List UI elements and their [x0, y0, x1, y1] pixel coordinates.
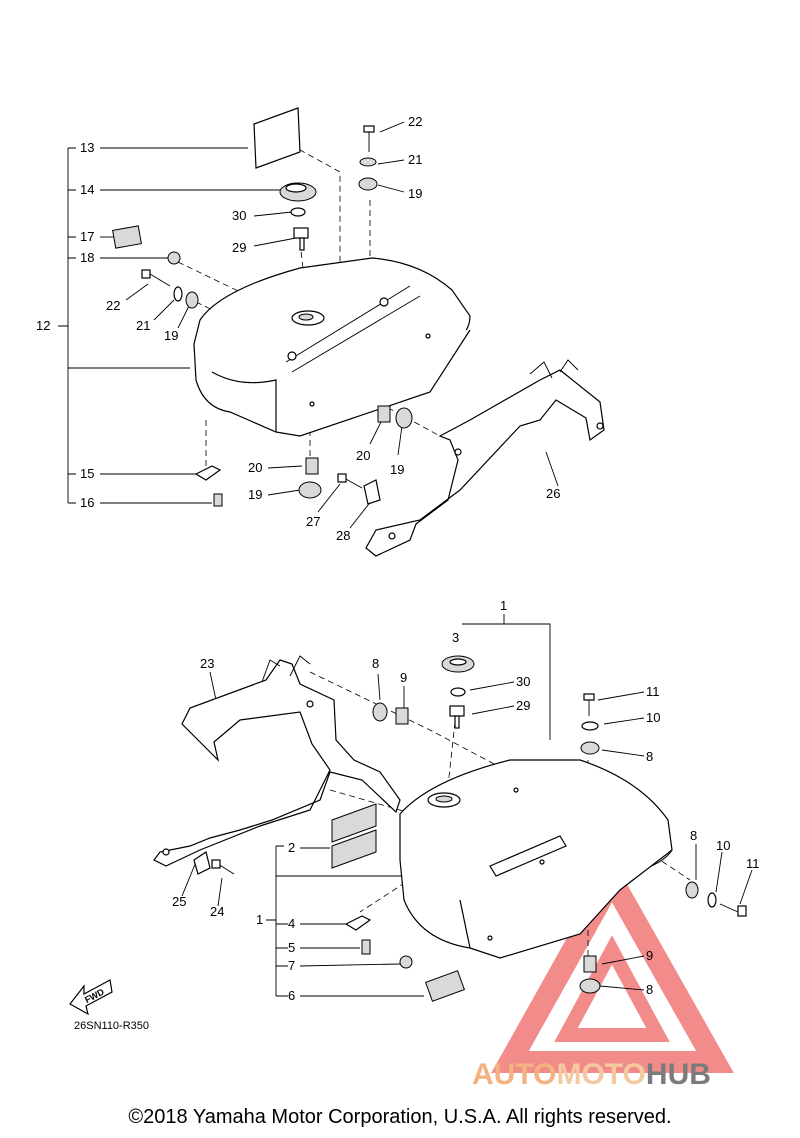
callout-10-top: 10: [646, 710, 660, 725]
callout-22-top: 22: [408, 114, 422, 129]
callout-22-left: 22: [106, 298, 120, 313]
callout-26: 26: [546, 486, 560, 501]
callout-11-top: 11: [646, 684, 660, 699]
watermark-text: AUTOMOTOHUB: [472, 1058, 711, 1092]
callout-28: 28: [336, 528, 350, 543]
callout-8-d: 8: [646, 982, 653, 997]
callout-21-top: 21: [408, 152, 422, 167]
callout-9-a: 9: [400, 670, 407, 685]
callout-30-bottom: 30: [516, 674, 530, 689]
callout-18: 18: [80, 250, 94, 265]
callout-24: 24: [210, 904, 224, 919]
fwd-arrow-icon: [69, 979, 113, 1016]
callout-3: 3: [452, 630, 459, 645]
callout-17: 17: [80, 229, 94, 244]
watermark-auto: AUTO: [472, 1058, 557, 1091]
watermark-moto: MOTO: [556, 1058, 646, 1091]
callout-19-c: 19: [248, 487, 262, 502]
callout-11-right: 11: [746, 856, 760, 871]
callout-1-side: 1: [256, 912, 263, 927]
callout-6: 6: [288, 988, 295, 1003]
watermark-hub: HUB: [645, 1058, 711, 1091]
callout-19-top: 19: [408, 186, 422, 201]
callout-13: 13: [80, 140, 94, 155]
callout-14: 14: [80, 182, 94, 197]
callout-7: 7: [288, 958, 295, 973]
callout-27: 27: [306, 514, 320, 529]
callout-2: 2: [288, 840, 295, 855]
callout-10-right: 10: [716, 838, 730, 853]
callout-20-b: 20: [356, 448, 370, 463]
top-assembly: [58, 107, 605, 557]
callout-8-b: 8: [646, 749, 653, 764]
callout-1-top: 1: [500, 598, 507, 613]
callout-12: 12: [36, 318, 50, 333]
callout-30-top: 30: [232, 208, 246, 223]
callout-29-top: 29: [232, 240, 246, 255]
callout-9-b: 9: [646, 948, 653, 963]
copyright-notice: ©2018 Yamaha Motor Corporation, U.S.A. A…: [128, 1106, 672, 1128]
callout-20-a: 20: [248, 460, 262, 475]
callout-29-bottom: 29: [516, 698, 530, 713]
diagram-code: 26SN110-R350: [74, 1020, 150, 1032]
callout-19-left: 19: [164, 328, 178, 343]
callout-8-a: 8: [372, 656, 379, 671]
callout-23: 23: [200, 656, 214, 671]
bottom-assembly: [69, 614, 753, 1016]
callout-8-c: 8: [690, 828, 697, 843]
callout-4: 4: [288, 916, 295, 931]
callout-16: 16: [80, 495, 94, 510]
callout-labels: 13 14 17 18 12 15 16 30 29 22 21 19 22 2…: [36, 114, 760, 1005]
callout-19-d: 19: [390, 462, 404, 477]
callout-21-left: 21: [136, 318, 150, 333]
callout-5: 5: [288, 940, 295, 955]
callout-15: 15: [80, 466, 94, 481]
callout-25: 25: [172, 894, 186, 909]
